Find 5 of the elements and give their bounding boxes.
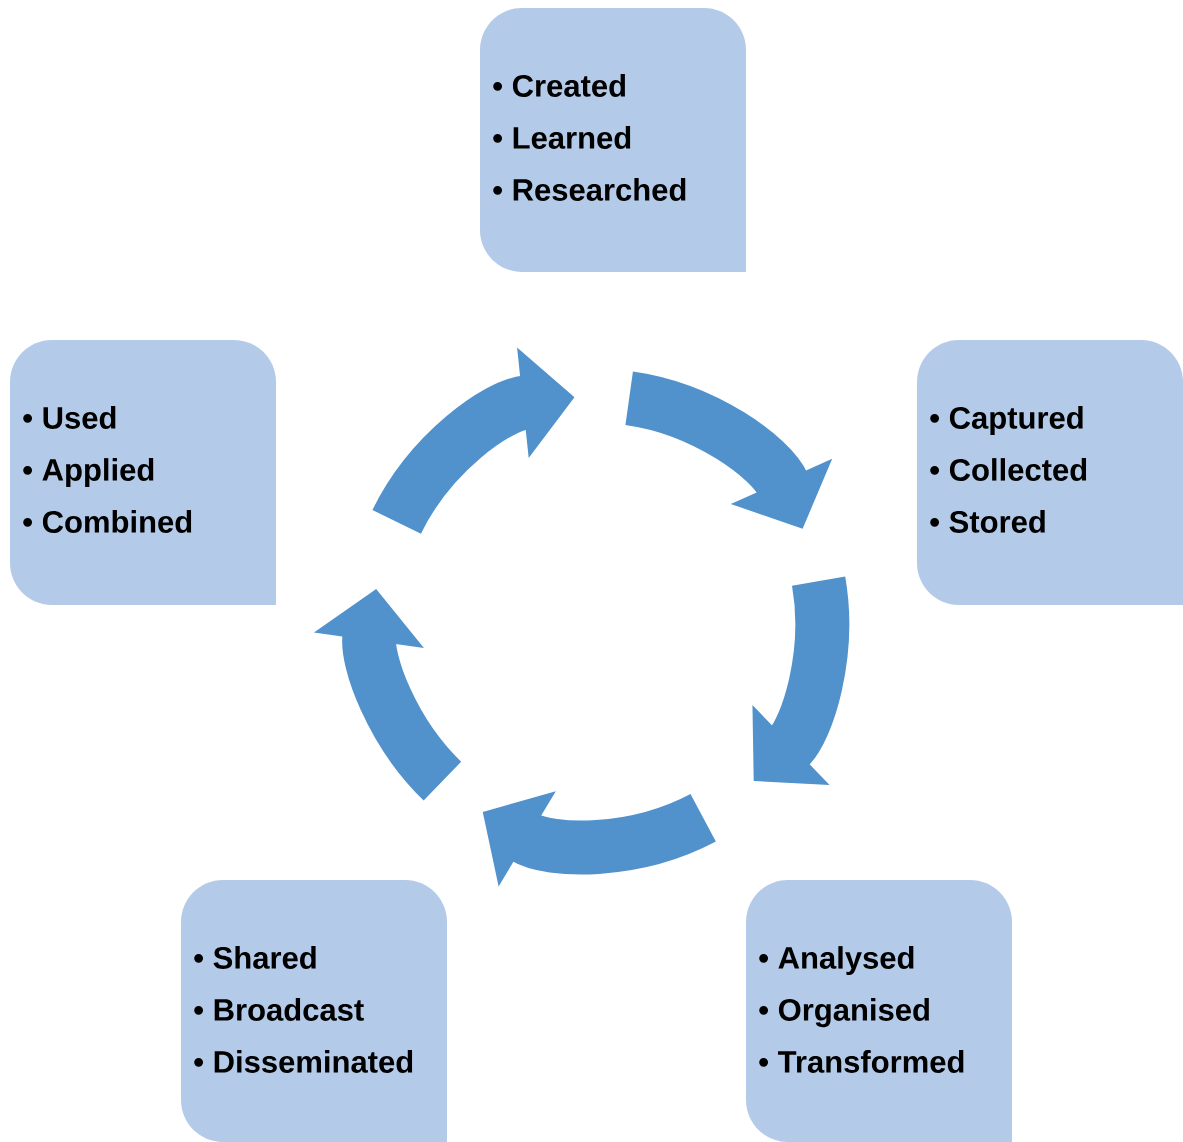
text-box: • Shared • Broadcast • Disseminated bbox=[181, 880, 447, 1142]
text-box: • Used • Applied • Combined bbox=[10, 340, 276, 605]
text-box: • Captured • Collected • Stored bbox=[917, 340, 1183, 605]
text-box: • Analysed • Organised • Transformed bbox=[746, 880, 1012, 1142]
text-box: • Created • Learned • Researched bbox=[480, 8, 746, 272]
